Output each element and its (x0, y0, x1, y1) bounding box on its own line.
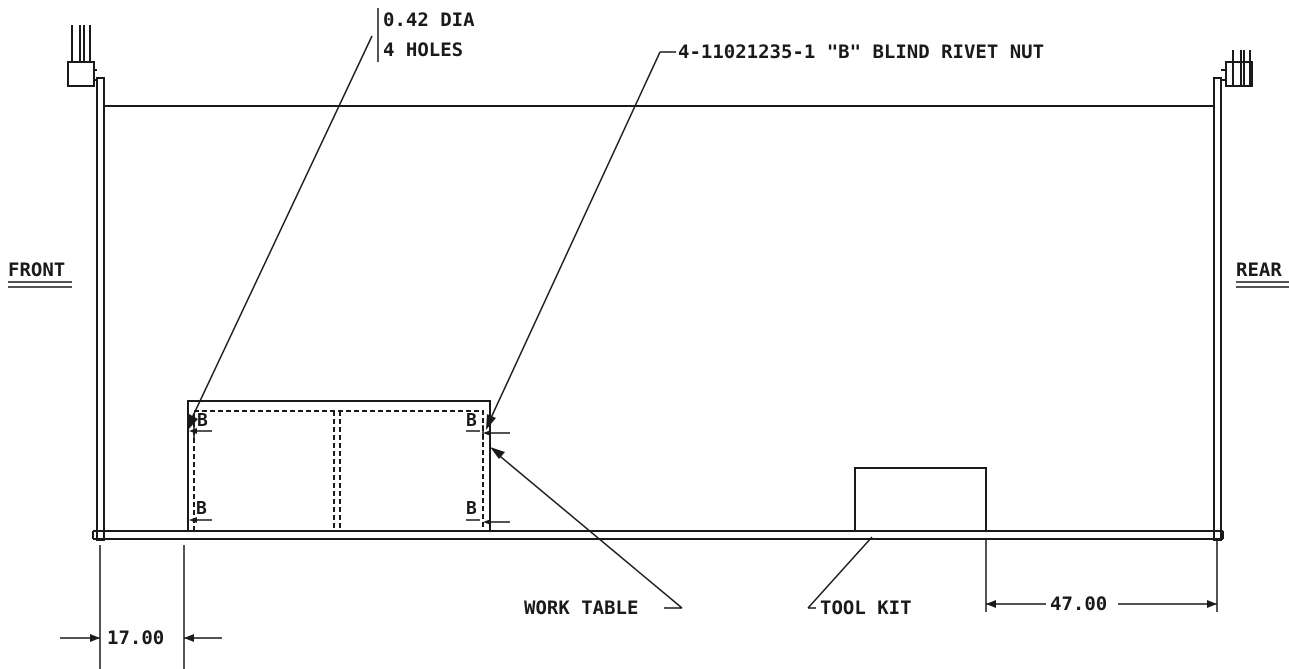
tool-kit-callout: TOOL KIT (807, 536, 912, 619)
floor (92, 530, 1224, 540)
work-table-text: WORK TABLE (524, 597, 638, 619)
rear-label: REAR (1236, 259, 1289, 288)
b-marker-bottom-right: B (466, 498, 477, 519)
tool-kit-box (854, 467, 987, 532)
work-table-callout: WORK TABLE (490, 447, 683, 619)
front-offset-text: 17.00 (107, 627, 164, 649)
front-text: FRONT (8, 259, 65, 281)
b-marker-bottom-left: B (196, 498, 207, 519)
rivet-nut-callout: 4-11021235-1 "B" BLIND RIVET NUT (486, 41, 1044, 430)
work-table (187, 400, 491, 531)
front-wall (67, 25, 105, 541)
rear-text: REAR (1236, 259, 1282, 281)
rear-offset-dimension: 47.00 (985, 540, 1218, 615)
front-label: FRONT (8, 259, 72, 288)
tool-kit-text: TOOL KIT (820, 597, 912, 619)
hole-callout: 0.42 DIA 4 HOLES (188, 8, 475, 430)
b-marker-top-right: B (466, 410, 477, 431)
hole-dia-text: 0.42 DIA (383, 9, 475, 31)
front-offset-dimension: 17.00 (60, 545, 222, 669)
rear-wall (1213, 50, 1253, 541)
rear-offset-text: 47.00 (1050, 593, 1107, 615)
b-marker-top-left: B (197, 410, 208, 431)
b-markers: B B B B (189, 410, 510, 525)
hole-count-text: 4 HOLES (383, 39, 463, 61)
rivet-nut-text: 4-11021235-1 "B" BLIND RIVET NUT (678, 41, 1044, 63)
